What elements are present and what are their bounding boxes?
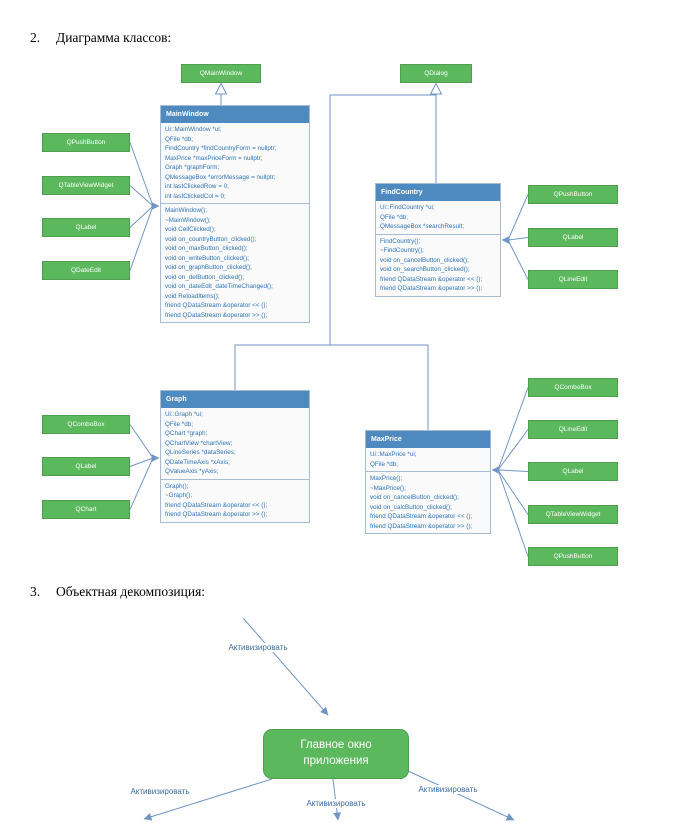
inheritance-edges [221,84,436,432]
widget-node-qpushbutton-mainwindow: QPushButton [42,133,130,152]
edge-label-activate-top: Активизировать [226,643,290,652]
widget-node-qlabel-maxprice: QLabel [528,462,618,481]
edge-graph-maxprice-branch [234,344,429,432]
section-3-title: Объектная декомпозиция: [56,584,206,599]
uml-class-findcountry: FindCountry Ui::FindCountry *ui;QFile *d… [375,183,501,297]
uml-class-maxprice-title: MaxPrice [366,431,490,448]
uml-class-maxprice-methods: MaxPrice();~MaxPrice();void on_cancelBut… [366,471,490,533]
uml-class-maxprice-attributes: Ui::MaxPrice *ui;QFile *db; [370,451,417,468]
uml-class-mainwindow: MainWindow Ui::MainWindow *ui;QFile *db;… [160,105,310,323]
base-class-node-qmainwindow: QMainWindow [181,64,261,83]
uml-class-graph-methods: Graph();~Graph();friend QDataStream &ope… [161,478,309,522]
edge-branch-to-qdialog [329,94,436,345]
main-application-window-node-line1: Главное окно [300,739,372,752]
uml-class-graph: Graph Ui::Graph *ui;QFile *db;QChart *gr… [160,390,310,523]
main-application-window-node: Главное окно приложения [263,729,409,779]
widget-node-qlabel-graph: QLabel [42,457,130,476]
edge-label-activate-right: Активизировать [416,785,480,794]
section-3-number: 3. [30,584,41,599]
edge-activate-top [242,617,329,716]
widget-node-qtableviewwidget-maxprice: QTableViewWidget [528,505,618,524]
edge-label-activate-left: Активизировать [128,787,192,796]
uml-class-mainwindow-title: MainWindow [161,106,309,123]
uml-class-findcountry-methods: FindCountry();~FindCountry();void on_can… [376,233,500,296]
widget-node-qcombobox-graph: QComboBox [42,415,130,434]
edge-label-activate-center: Активизировать [304,799,368,808]
widget-node-qlabel-mainwindow: QLabel [42,218,130,237]
uml-class-graph-attributes: Ui::Graph *ui;QFile *db;QChart *graph;QC… [165,411,236,475]
uml-class-findcountry-title: FindCountry [376,184,500,201]
uml-class-maxprice: MaxPrice Ui::MaxPrice *ui;QFile *db; Max… [365,430,491,534]
edge-activate-left [143,778,273,821]
widget-node-qdateedit-mainwindow: QDateEdit [42,261,130,280]
edge-activate-right [405,769,515,821]
base-class-node-qdialog: QDialog [400,64,472,83]
widget-node-qpushbutton-findcountry: QPushButton [528,185,618,204]
activation-edges [143,617,515,821]
section-3-heading: 3. Объектная декомпозиция: [30,584,205,600]
section-2-heading: 2. Диаграмма классов: [30,30,171,46]
widget-node-qpushbutton-maxprice: QPushButton [528,547,618,566]
main-application-window-node-line2: приложения [303,755,369,767]
widget-node-qcombobox-maxprice: QComboBox [528,378,618,397]
uml-class-mainwindow-methods: MainWindow();~MainWindow();void CellClic… [161,203,309,322]
widget-node-qlabel-findcountry: QLabel [528,228,618,247]
widget-node-qtableviewwidget-mainwindow: QTableViewWidget [42,176,130,195]
widget-node-qlineedit-maxprice: QLineEdit [528,420,618,439]
section-2-title: Диаграмма классов: [56,30,172,45]
uml-class-graph-title: Graph [161,391,309,408]
section-2-number: 2. [30,30,41,45]
widget-edges [129,142,529,557]
uml-class-findcountry-attributes: Ui::FindCountry *ui;QFile *db;QMessageBo… [380,204,464,230]
widget-node-qchart-graph: QChart [42,500,130,519]
widget-node-qlineedit-findcountry: QLineEdit [528,270,618,289]
uml-class-mainwindow-attributes: Ui::MainWindow *ui;QFile *db;FindCountry… [165,126,277,200]
